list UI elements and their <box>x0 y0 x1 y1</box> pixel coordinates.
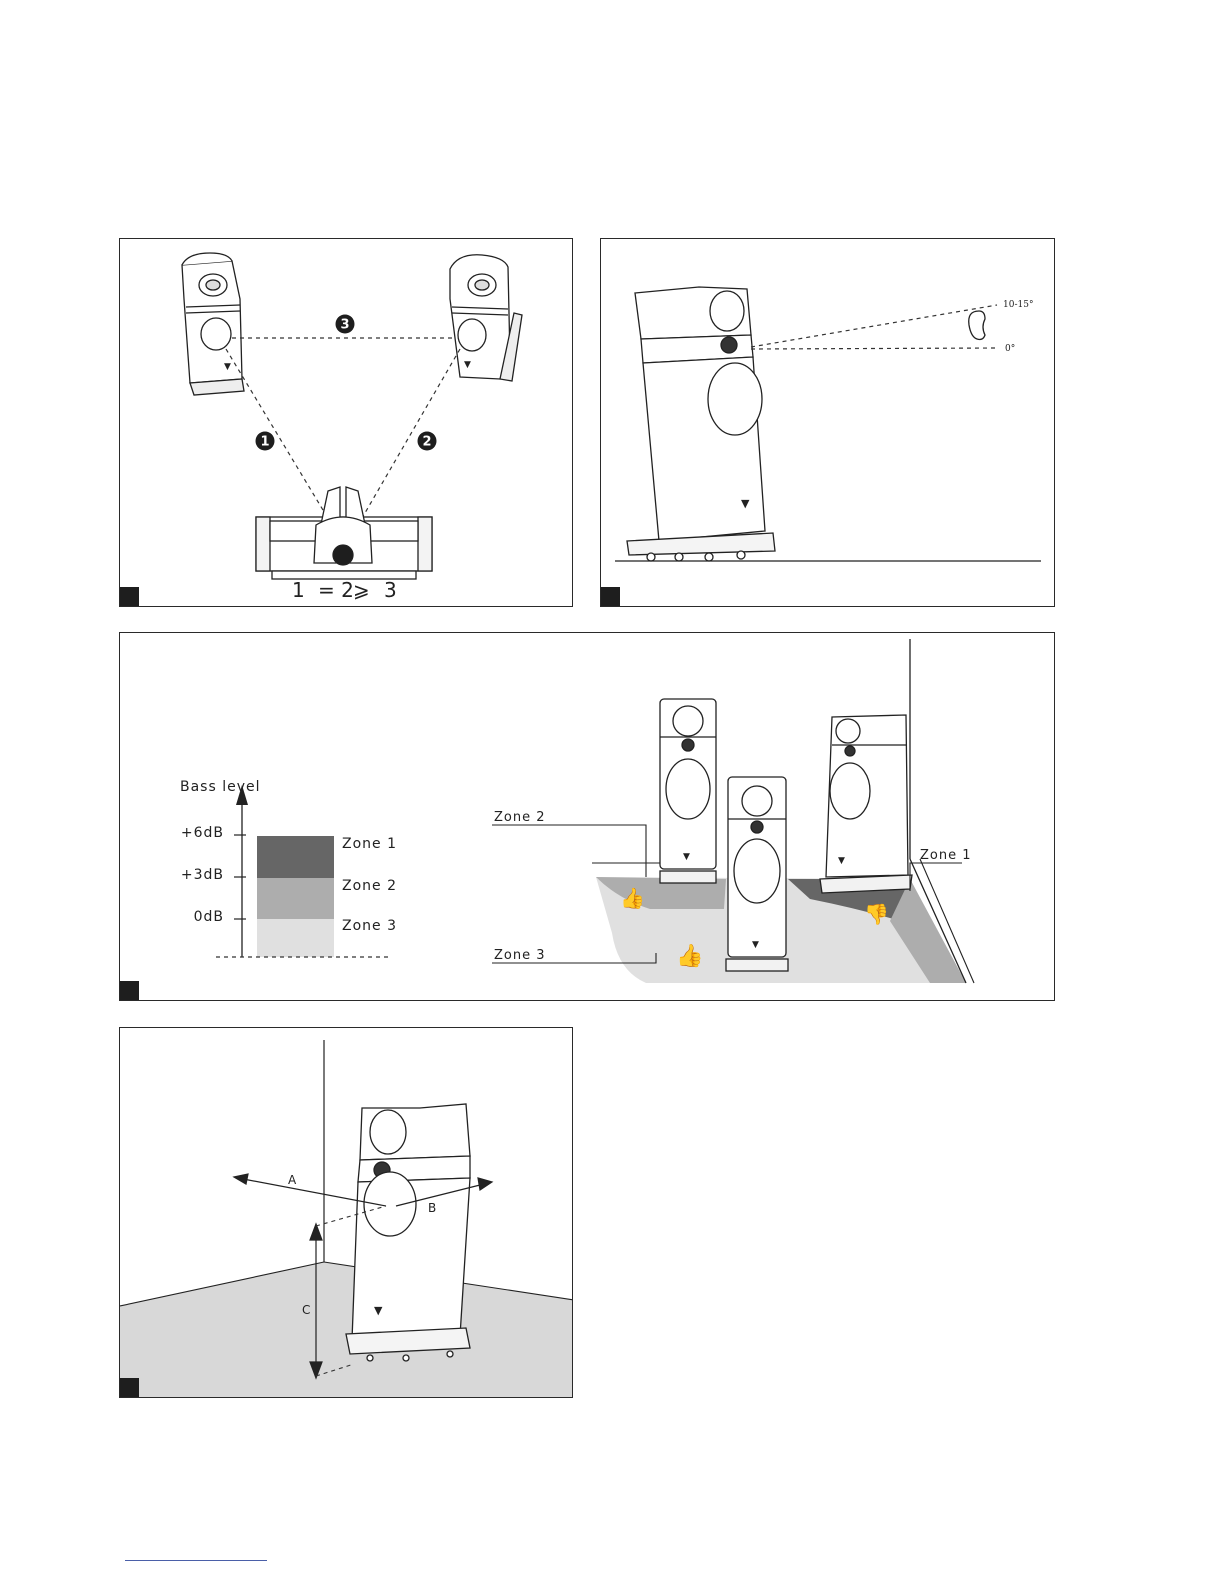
svg-text:3: 3 <box>340 318 349 333</box>
bass-zones-panel: Bass level +6dB +3dB 0dB Zone 1 Zone 2 Z… <box>119 632 1055 1001</box>
room-zone3-label: Zone 3 <box>494 948 546 963</box>
left-bookshelf-speaker: ▼ <box>182 253 244 395</box>
panel-corner-tab <box>120 1378 139 1397</box>
zone2-legend-label: Zone 2 <box>342 878 397 894</box>
angle-label-lower: 0° <box>1005 344 1015 354</box>
panel-corner-tab <box>120 587 139 606</box>
svg-text:3: 3 <box>384 578 397 602</box>
marker-two: 2 <box>418 432 437 451</box>
tweeter-height-panel: ▼ 10-15° 0° <box>600 238 1055 607</box>
marker-one: 1 <box>256 432 275 451</box>
level-label-0db: 0dB <box>194 909 224 925</box>
zone3-legend-label: Zone 3 <box>342 918 397 934</box>
level-label-3db: +3dB <box>181 867 224 883</box>
listening-triangle-panel: ▼ ▼ 3 1 2 <box>119 238 573 607</box>
dimension-label-b: B <box>428 1201 436 1215</box>
triangle-lines <box>226 338 460 525</box>
svg-text:⩾: ⩾ <box>353 578 370 602</box>
svg-text:▼: ▼ <box>224 362 231 372</box>
svg-text:2: 2 <box>422 435 431 450</box>
thumbs-up-icon: 👍 <box>620 886 645 910</box>
room-zone1-label: Zone 1 <box>920 848 972 863</box>
panel-corner-tab <box>601 587 620 606</box>
tower-speaker-corner-view: ▼ <box>346 1104 470 1361</box>
tower-speaker-side-view: ▼ <box>627 287 775 561</box>
sofa-with-listener <box>256 487 432 579</box>
tower-speaker-corner: ▼ <box>820 715 912 893</box>
panel-corner-tab <box>120 981 139 1000</box>
listening-axis-lines <box>751 305 997 349</box>
room-zone2-label: Zone 2 <box>494 810 546 825</box>
svg-text:▼: ▼ <box>464 360 471 370</box>
ear-icon <box>969 311 985 340</box>
level-label-6db: +6dB <box>181 825 224 841</box>
zone1-swatch <box>257 836 334 878</box>
dimension-label-c: C <box>302 1303 310 1317</box>
zone1-legend-label: Zone 1 <box>342 836 397 852</box>
svg-text:= 2: = 2 <box>318 578 354 602</box>
page-footer-link-underline <box>125 1560 267 1561</box>
tower-speaker-front: ▼ <box>726 777 788 971</box>
bass-zones-illustration: Bass level +6dB +3dB 0dB Zone 1 Zone 2 Z… <box>120 633 1055 1001</box>
bass-level-title: Bass level <box>180 779 261 795</box>
svg-text:1: 1 <box>260 435 269 450</box>
zone2-swatch <box>257 878 334 919</box>
double-thumbs-up-icon: 👍 <box>676 943 703 969</box>
thumbs-down-icon: 👎 <box>864 902 889 926</box>
svg-text:▼: ▼ <box>683 852 690 862</box>
svg-text:▼: ▼ <box>752 940 759 950</box>
wall-distance-illustration: ▼ A B C <box>120 1028 573 1398</box>
distance-formula: 1 = 2 ⩾ 3 <box>292 578 397 602</box>
zone3-swatch <box>257 919 334 957</box>
listening-triangle-illustration: ▼ ▼ 3 1 2 <box>120 239 573 607</box>
tweeter-height-illustration: ▼ 10-15° 0° <box>601 239 1055 607</box>
marker-three: 3 <box>336 315 355 334</box>
dimension-label-a: A <box>288 1173 297 1187</box>
svg-text:▼: ▼ <box>741 497 750 510</box>
svg-text:▼: ▼ <box>374 1304 383 1317</box>
wall-distance-panel: ▼ A B C <box>119 1027 573 1398</box>
svg-text:1: 1 <box>292 578 305 602</box>
tower-speaker-back-left: ▼ <box>660 699 716 883</box>
floor-area <box>120 1262 573 1398</box>
angle-label-upper: 10-15° <box>1003 300 1033 310</box>
svg-text:▼: ▼ <box>838 856 845 866</box>
right-bookshelf-speaker: ▼ <box>450 255 522 381</box>
